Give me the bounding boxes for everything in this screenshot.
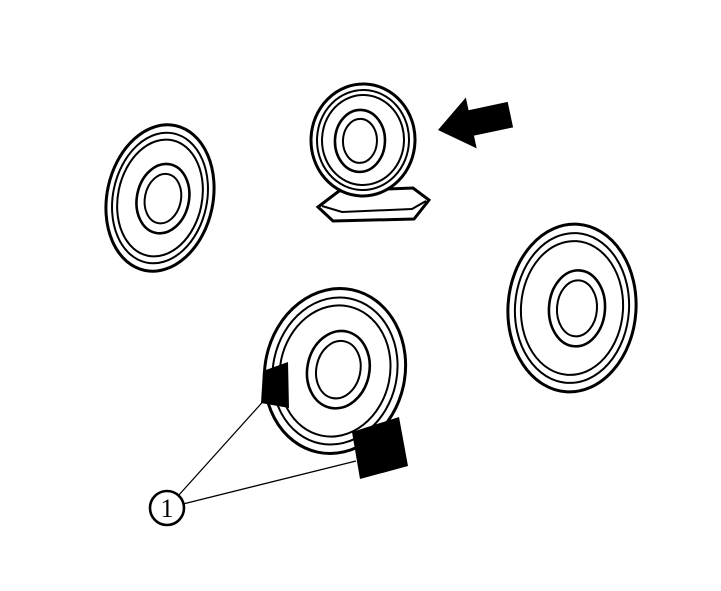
direction-arrow-icon xyxy=(438,97,514,149)
ring-hole xyxy=(547,269,607,348)
ring-tread-line xyxy=(315,89,411,191)
callout-1: 1 xyxy=(148,489,186,527)
ring-tread-line xyxy=(513,232,631,384)
ring-hole xyxy=(305,329,372,410)
ring-hole xyxy=(333,108,387,174)
leader-line-to-right-mark xyxy=(182,460,357,505)
ring-outer xyxy=(104,123,216,273)
ring-insulator-right xyxy=(506,222,638,394)
leader-line-to-left-mark xyxy=(177,395,269,497)
ring-insulator-top-center xyxy=(309,82,417,198)
ring-outer xyxy=(309,82,417,198)
callout-label: 1 xyxy=(161,494,174,523)
ring-tread-line xyxy=(271,296,399,446)
ring-insulator-top-left xyxy=(104,123,216,273)
ring-hole-inner xyxy=(315,339,362,400)
ring-tread-line xyxy=(278,304,392,438)
ring-hole-inner xyxy=(143,172,183,225)
ring-tread-line xyxy=(519,240,625,376)
bracket-base-edge xyxy=(321,200,427,214)
ring-hole xyxy=(135,162,191,235)
ring-insulator-bottom xyxy=(262,287,408,455)
ring-outer xyxy=(262,287,408,455)
black-mark-bottom-right xyxy=(352,417,408,479)
ring-tread-line xyxy=(116,138,204,258)
ring-tread-line xyxy=(111,131,209,265)
black-mark-left xyxy=(261,362,289,408)
callout-circle xyxy=(148,489,186,527)
ring-hole-inner xyxy=(341,117,378,164)
ring-tread-line xyxy=(320,94,406,186)
ring-outer xyxy=(506,222,638,394)
ring-hole-inner xyxy=(555,279,599,338)
